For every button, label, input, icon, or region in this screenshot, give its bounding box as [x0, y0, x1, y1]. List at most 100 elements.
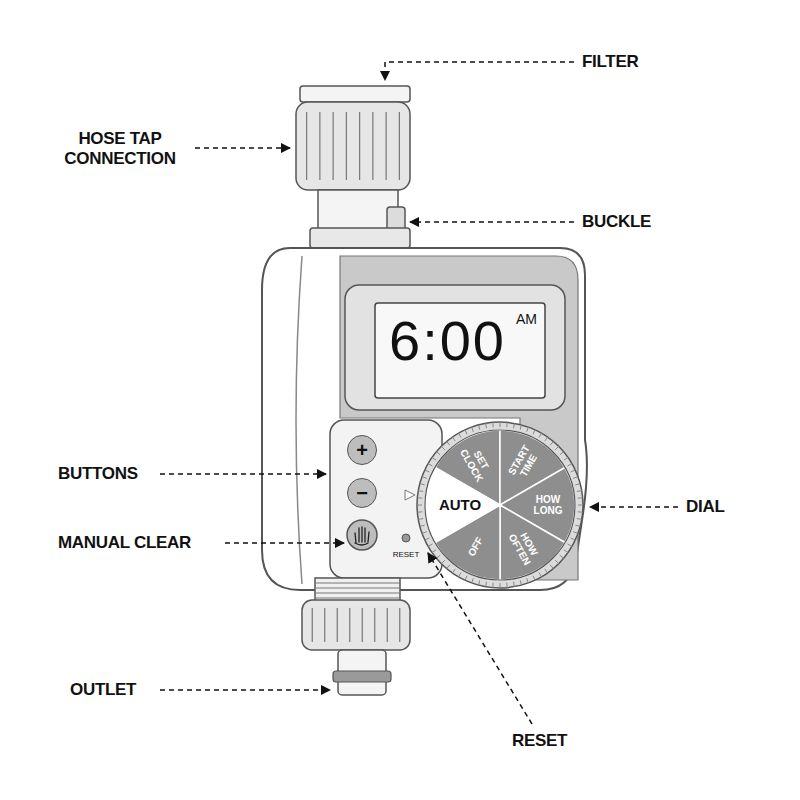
callout-label: FILTER	[582, 52, 638, 72]
knurl-tick	[447, 565, 450, 569]
lcd-screen	[375, 303, 545, 398]
knurl-tick	[500, 583, 501, 588]
collar	[310, 228, 410, 248]
knurl-tick	[573, 532, 578, 534]
knurl-tick	[568, 544, 572, 547]
threads	[315, 583, 400, 598]
rib	[399, 608, 400, 642]
knurl-tick	[539, 573, 542, 577]
knurl-tick	[513, 423, 515, 428]
button-symbol: −	[348, 479, 376, 507]
knurl-tick	[452, 437, 455, 441]
knurl-tick	[472, 578, 474, 583]
leader-line	[160, 689, 330, 691]
filter-cap	[300, 86, 410, 102]
knurl-tick	[573, 477, 578, 479]
knurl-tick	[577, 518, 582, 520]
knurl-tick	[571, 538, 576, 540]
knurl-tick	[533, 430, 535, 435]
body-side	[296, 256, 302, 584]
tap-nut	[296, 102, 410, 190]
knurl-tick	[506, 422, 507, 427]
knurl-tick	[564, 457, 568, 460]
thread	[315, 583, 400, 584]
knurl-tick	[527, 427, 529, 432]
knurl-tick	[545, 569, 548, 573]
leader-lines	[160, 62, 678, 724]
thread	[315, 598, 400, 599]
knurl-tick	[578, 497, 583, 498]
knurl-tick	[422, 532, 427, 534]
knurl-tick	[577, 490, 582, 492]
knurl-tick	[550, 441, 553, 445]
knurl-tick	[441, 446, 445, 450]
rib	[362, 608, 363, 642]
body-band	[340, 256, 578, 580]
outlet-band	[333, 671, 391, 682]
callout-label: MANUAL CLEAR	[58, 533, 191, 553]
rib	[374, 608, 375, 642]
outlet-nut	[302, 600, 410, 650]
hand-icon	[355, 527, 369, 545]
rib	[346, 112, 347, 180]
knurl-tick	[485, 582, 487, 587]
knurl-tick	[432, 550, 436, 553]
knurl-tick	[447, 441, 450, 445]
knurl-tick	[520, 580, 521, 585]
leader-line	[590, 506, 678, 508]
rib	[349, 608, 350, 642]
dial-edge	[425, 430, 575, 580]
leader-line	[385, 62, 574, 80]
knurl-tick	[560, 555, 564, 558]
timer-body	[262, 248, 587, 590]
knurl-tick	[555, 560, 559, 564]
knurl-tick	[479, 580, 480, 585]
knurl-tick	[560, 452, 564, 455]
callout-label: DIAL	[686, 497, 724, 517]
reset-hole	[402, 534, 410, 542]
neck	[318, 190, 398, 230]
nut-ribs	[307, 112, 400, 180]
knurl-tick	[527, 578, 529, 583]
knurl-tick	[545, 437, 548, 441]
callout-label: BUCKLE	[582, 212, 651, 232]
knurl-tick	[465, 430, 467, 435]
thread	[315, 588, 400, 589]
knurl-tick	[578, 505, 583, 506]
rib	[399, 112, 400, 180]
thread	[315, 593, 400, 594]
dial-knurl	[417, 422, 583, 588]
leader-line	[195, 147, 290, 149]
knurl-tick	[418, 490, 423, 492]
knurl-tick	[428, 464, 432, 467]
panel-marking: RESET	[393, 550, 420, 559]
knurl-tick	[571, 470, 576, 472]
knurl-tick	[578, 511, 583, 512]
button-symbol: +	[348, 436, 376, 464]
knurl-tick	[533, 576, 535, 581]
knurl-tick	[425, 470, 430, 472]
dial-sector	[425, 468, 500, 543]
knurl-tick	[575, 484, 580, 485]
callout-label: BUTTONS	[58, 464, 138, 484]
knurl-tick	[432, 457, 436, 460]
knurl-tick	[485, 423, 487, 428]
knurl-tick	[465, 576, 467, 581]
rib	[386, 112, 387, 180]
lcd-display: 6:00AM	[375, 303, 545, 398]
knurl-tick	[425, 538, 430, 540]
knurl-tick	[539, 433, 542, 437]
knurl-tick	[436, 555, 440, 558]
knurl-tick	[479, 425, 480, 430]
dial-setting: AUTO	[435, 497, 485, 513]
knurl-tick	[492, 583, 493, 588]
rib	[387, 608, 388, 642]
knurl-tick	[506, 583, 507, 588]
knurl-tick	[492, 422, 493, 427]
knurl-tick	[575, 525, 580, 526]
dial-setting: HOW LONG	[525, 495, 571, 516]
knurl-tick	[459, 573, 462, 577]
knurl-tick	[417, 505, 422, 506]
knurl-tick	[568, 464, 572, 467]
